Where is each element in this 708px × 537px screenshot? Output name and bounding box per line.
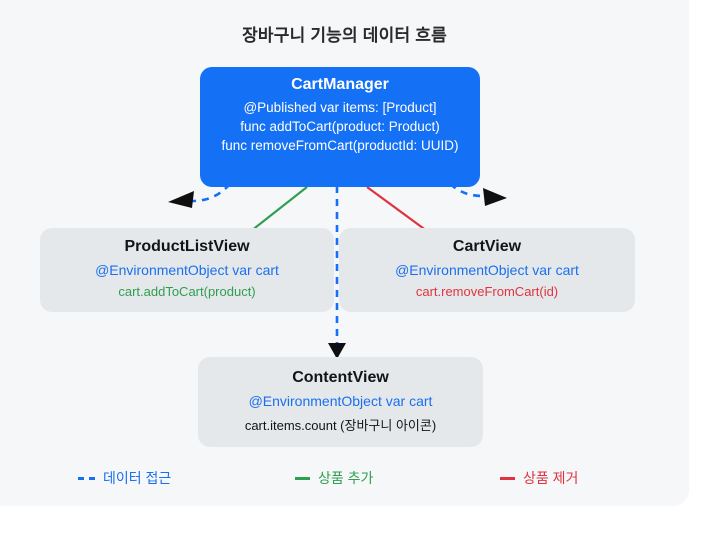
arrowhead-right-icon bbox=[483, 188, 507, 206]
content-view-env-line: @EnvironmentObject var cart bbox=[248, 393, 433, 409]
legend-label-add-product: 상품 추가 bbox=[318, 470, 374, 486]
cart-manager-line-removefromcart: func removeFromCart(productId: UUID) bbox=[221, 138, 459, 153]
legend-item-remove-product: 상품 제거 bbox=[500, 468, 578, 488]
content-view-title: ContentView bbox=[292, 369, 389, 386]
legend-red-line-icon bbox=[500, 476, 515, 480]
node-product-list-view: ProductListView @EnvironmentObject var c… bbox=[40, 228, 334, 312]
cart-view-env-line: @EnvironmentObject var cart bbox=[395, 262, 579, 278]
cart-manager-line-addtocart: func addToCart(product: Product) bbox=[240, 119, 440, 134]
product-list-view-action-line: cart.addToCart(product) bbox=[118, 284, 256, 299]
arrowhead-left-icon bbox=[168, 191, 194, 208]
legend-item-data-access: 데이터 접근 bbox=[78, 468, 171, 488]
legend: 데이터 접근 상품 추가 상품 제거 bbox=[0, 468, 689, 490]
legend-item-add-product: 상품 추가 bbox=[295, 468, 373, 488]
cart-manager-line-published: @Published var items: [Product] bbox=[243, 100, 437, 115]
page-title: 장바구니 기능의 데이터 흐름 bbox=[242, 26, 447, 45]
legend-dashed-line-icon bbox=[78, 476, 95, 480]
product-list-view-title: ProductListView bbox=[124, 238, 250, 255]
product-list-view-env-line: @EnvironmentObject var cart bbox=[95, 262, 279, 278]
node-cart-manager: CartManager @Published var items: [Produ… bbox=[200, 67, 480, 187]
edge-remove-product bbox=[366, 186, 428, 232]
node-content-view: ContentView @EnvironmentObject var cart … bbox=[198, 357, 483, 447]
arrowhead-down-icon bbox=[328, 343, 346, 359]
cart-view-action-line: cart.removeFromCart(id) bbox=[415, 284, 559, 299]
legend-label-remove-product: 상품 제거 bbox=[523, 470, 579, 486]
cart-manager-title: CartManager bbox=[291, 76, 389, 93]
node-cart-view: CartView @EnvironmentObject var cart car… bbox=[339, 228, 635, 312]
edge-add-product bbox=[250, 186, 308, 232]
cart-view-title: CartView bbox=[452, 238, 522, 255]
diagram-card: 장바구니 기능의 데이터 흐름 CartManager @Published v… bbox=[0, 26, 689, 490]
legend-label-data-access: 데이터 접근 bbox=[103, 470, 172, 486]
legend-green-line-icon bbox=[295, 476, 310, 480]
content-view-detail-line: cart.items.count (장바구니 아이콘) bbox=[244, 418, 437, 433]
